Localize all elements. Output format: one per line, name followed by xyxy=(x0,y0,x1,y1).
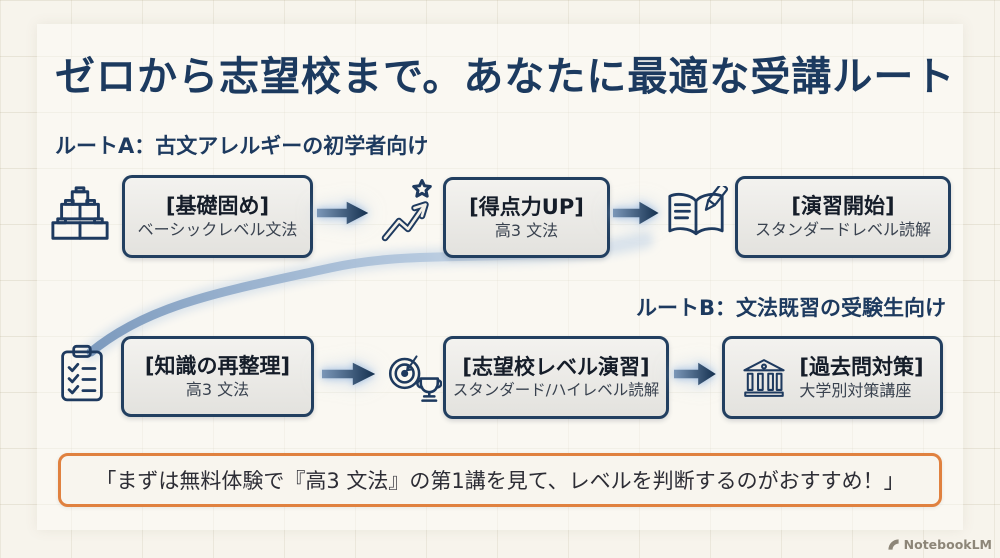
flow-arrow xyxy=(613,199,661,227)
step-box-knowledge-reorg: [知識の再整理] 高3 文法 xyxy=(121,336,314,417)
flow-arrow xyxy=(674,360,718,388)
page-title: ゼロから志望校まで。あなたに最適な受講ルート xyxy=(55,54,956,100)
step-title: [得点力UP] xyxy=(469,194,584,219)
step-box-foundation: [基礎固め] ベーシックレベル文法 xyxy=(122,175,313,258)
step-title: [演習開始] xyxy=(791,194,895,219)
step-subtitle: スタンダードレベル読解 xyxy=(754,220,931,240)
target-trophy-icon xyxy=(386,344,442,408)
step-box-past-exams: [過去問対策] 大学別対策講座 xyxy=(722,336,943,419)
step-subtitle: ベーシックレベル文法 xyxy=(137,219,298,239)
step-title: [志望校レベル演習] xyxy=(462,354,650,379)
recommendation-text: 「まずは無料体験で『高3 文法』の第1講を見て、レベルを判断するのがおすすめ！」 xyxy=(95,469,905,493)
step-title: [過去問対策] xyxy=(799,354,924,379)
step-title: [知識の再整理] xyxy=(144,353,291,378)
step-subtitle: スタンダード/ハイレベル読解 xyxy=(452,381,660,400)
route-b-label: ルートB：文法既習の受験生向け xyxy=(635,296,946,320)
step-box-practice-start: [演習開始] スタンダードレベル読解 xyxy=(735,176,951,258)
notebooklm-logo-icon xyxy=(887,538,900,551)
clipboard-checklist-icon xyxy=(58,344,106,404)
step-subtitle: 大学別対策講座 xyxy=(799,380,912,400)
notebooklm-watermark: NotebookLM xyxy=(887,537,992,552)
flow-arrow xyxy=(322,360,378,388)
route-a-label: ルートA：古文アレルギーの初学者向け xyxy=(55,134,429,158)
step-box-target-level: [志望校レベル演習] スタンダード/ハイレベル読解 xyxy=(443,336,669,419)
bank-icon xyxy=(741,356,787,400)
building-blocks-icon xyxy=(48,184,112,246)
step-title: [基礎固め] xyxy=(165,193,270,218)
step-subtitle: 高3 文法 xyxy=(494,220,559,240)
step-subtitle: 高3 文法 xyxy=(185,379,250,399)
flow-arrow xyxy=(317,199,371,227)
watermark-label: NotebookLM xyxy=(903,537,992,552)
step-box-score-up: [得点力UP] 高3 文法 xyxy=(443,177,610,258)
book-pencil-icon xyxy=(664,186,728,244)
recommendation-callout: 「まずは無料体験で『高3 文法』の第1講を見て、レベルを判断するのがおすすめ！」 xyxy=(58,453,942,507)
trend-up-star-icon xyxy=(380,177,436,245)
